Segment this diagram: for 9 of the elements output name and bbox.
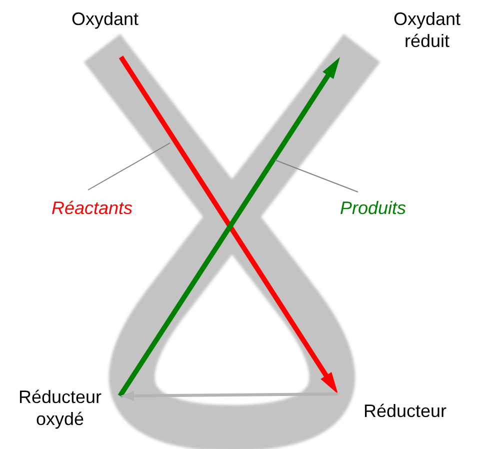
callout-label: Réactants <box>50 197 134 219</box>
leader-line <box>88 142 170 190</box>
leader-line <box>274 160 358 192</box>
node-label: Oxydant réduit <box>392 8 462 52</box>
arrow <box>120 390 338 401</box>
callout-label: Produits <box>338 197 408 219</box>
node-label: Oxydant <box>70 8 140 30</box>
node-label: Réducteur <box>362 400 448 422</box>
node-label: Réducteur oxydé <box>17 386 103 430</box>
